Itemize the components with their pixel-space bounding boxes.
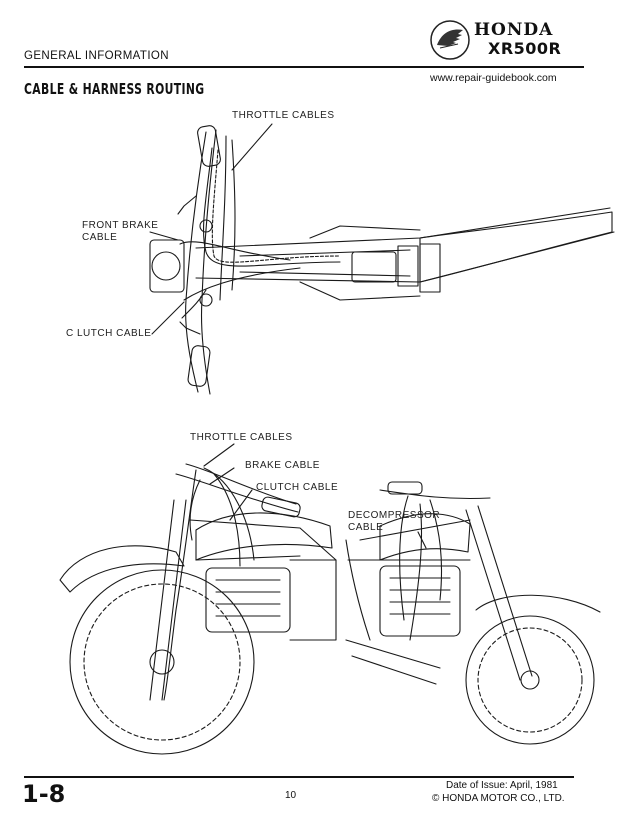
date-of-issue: Date of Issue: April, 1981 bbox=[446, 780, 558, 791]
rear-side-illustration bbox=[345, 481, 601, 745]
callout-clutch-cable-top: C LUTCH CABLE bbox=[66, 328, 152, 339]
honda-logo bbox=[428, 18, 588, 62]
footer-rule bbox=[24, 776, 574, 778]
copyright: © HONDA MOTOR CO., LTD. bbox=[432, 793, 565, 804]
top-view-illustration bbox=[149, 125, 615, 395]
honda-wing-icon bbox=[430, 20, 470, 60]
callout-brake-cable: BRAKE CABLE bbox=[245, 460, 320, 471]
callout-front-brake-line2: CABLE bbox=[82, 232, 118, 243]
callout-decompressor-line2: CABLE bbox=[348, 522, 384, 533]
page-number: 10 bbox=[285, 790, 297, 801]
callout-throttle-cables-bottom: THROTTLE CABLES bbox=[190, 432, 293, 443]
callout-decompressor-line1: DECOMPRESSOR bbox=[348, 510, 441, 521]
callout-clutch-cable-bottom: CLUTCH CABLE bbox=[256, 482, 339, 493]
callout-throttle-cables-top: THROTTLE CABLES bbox=[232, 110, 335, 121]
front-side-illustration bbox=[59, 463, 337, 755]
section-heading: GENERAL INFORMATION bbox=[24, 50, 169, 62]
source-url[interactable]: www.repair-guidebook.com bbox=[430, 72, 557, 84]
brand-name: HONDA bbox=[474, 20, 554, 40]
model-name: XR500R bbox=[488, 39, 562, 58]
callout-front-brake-line1: FRONT BRAKE bbox=[82, 220, 159, 231]
page-id: 1-8 bbox=[22, 780, 66, 808]
page-title: CABLE & HARNESS ROUTING bbox=[24, 80, 205, 98]
header-rule bbox=[24, 66, 584, 68]
